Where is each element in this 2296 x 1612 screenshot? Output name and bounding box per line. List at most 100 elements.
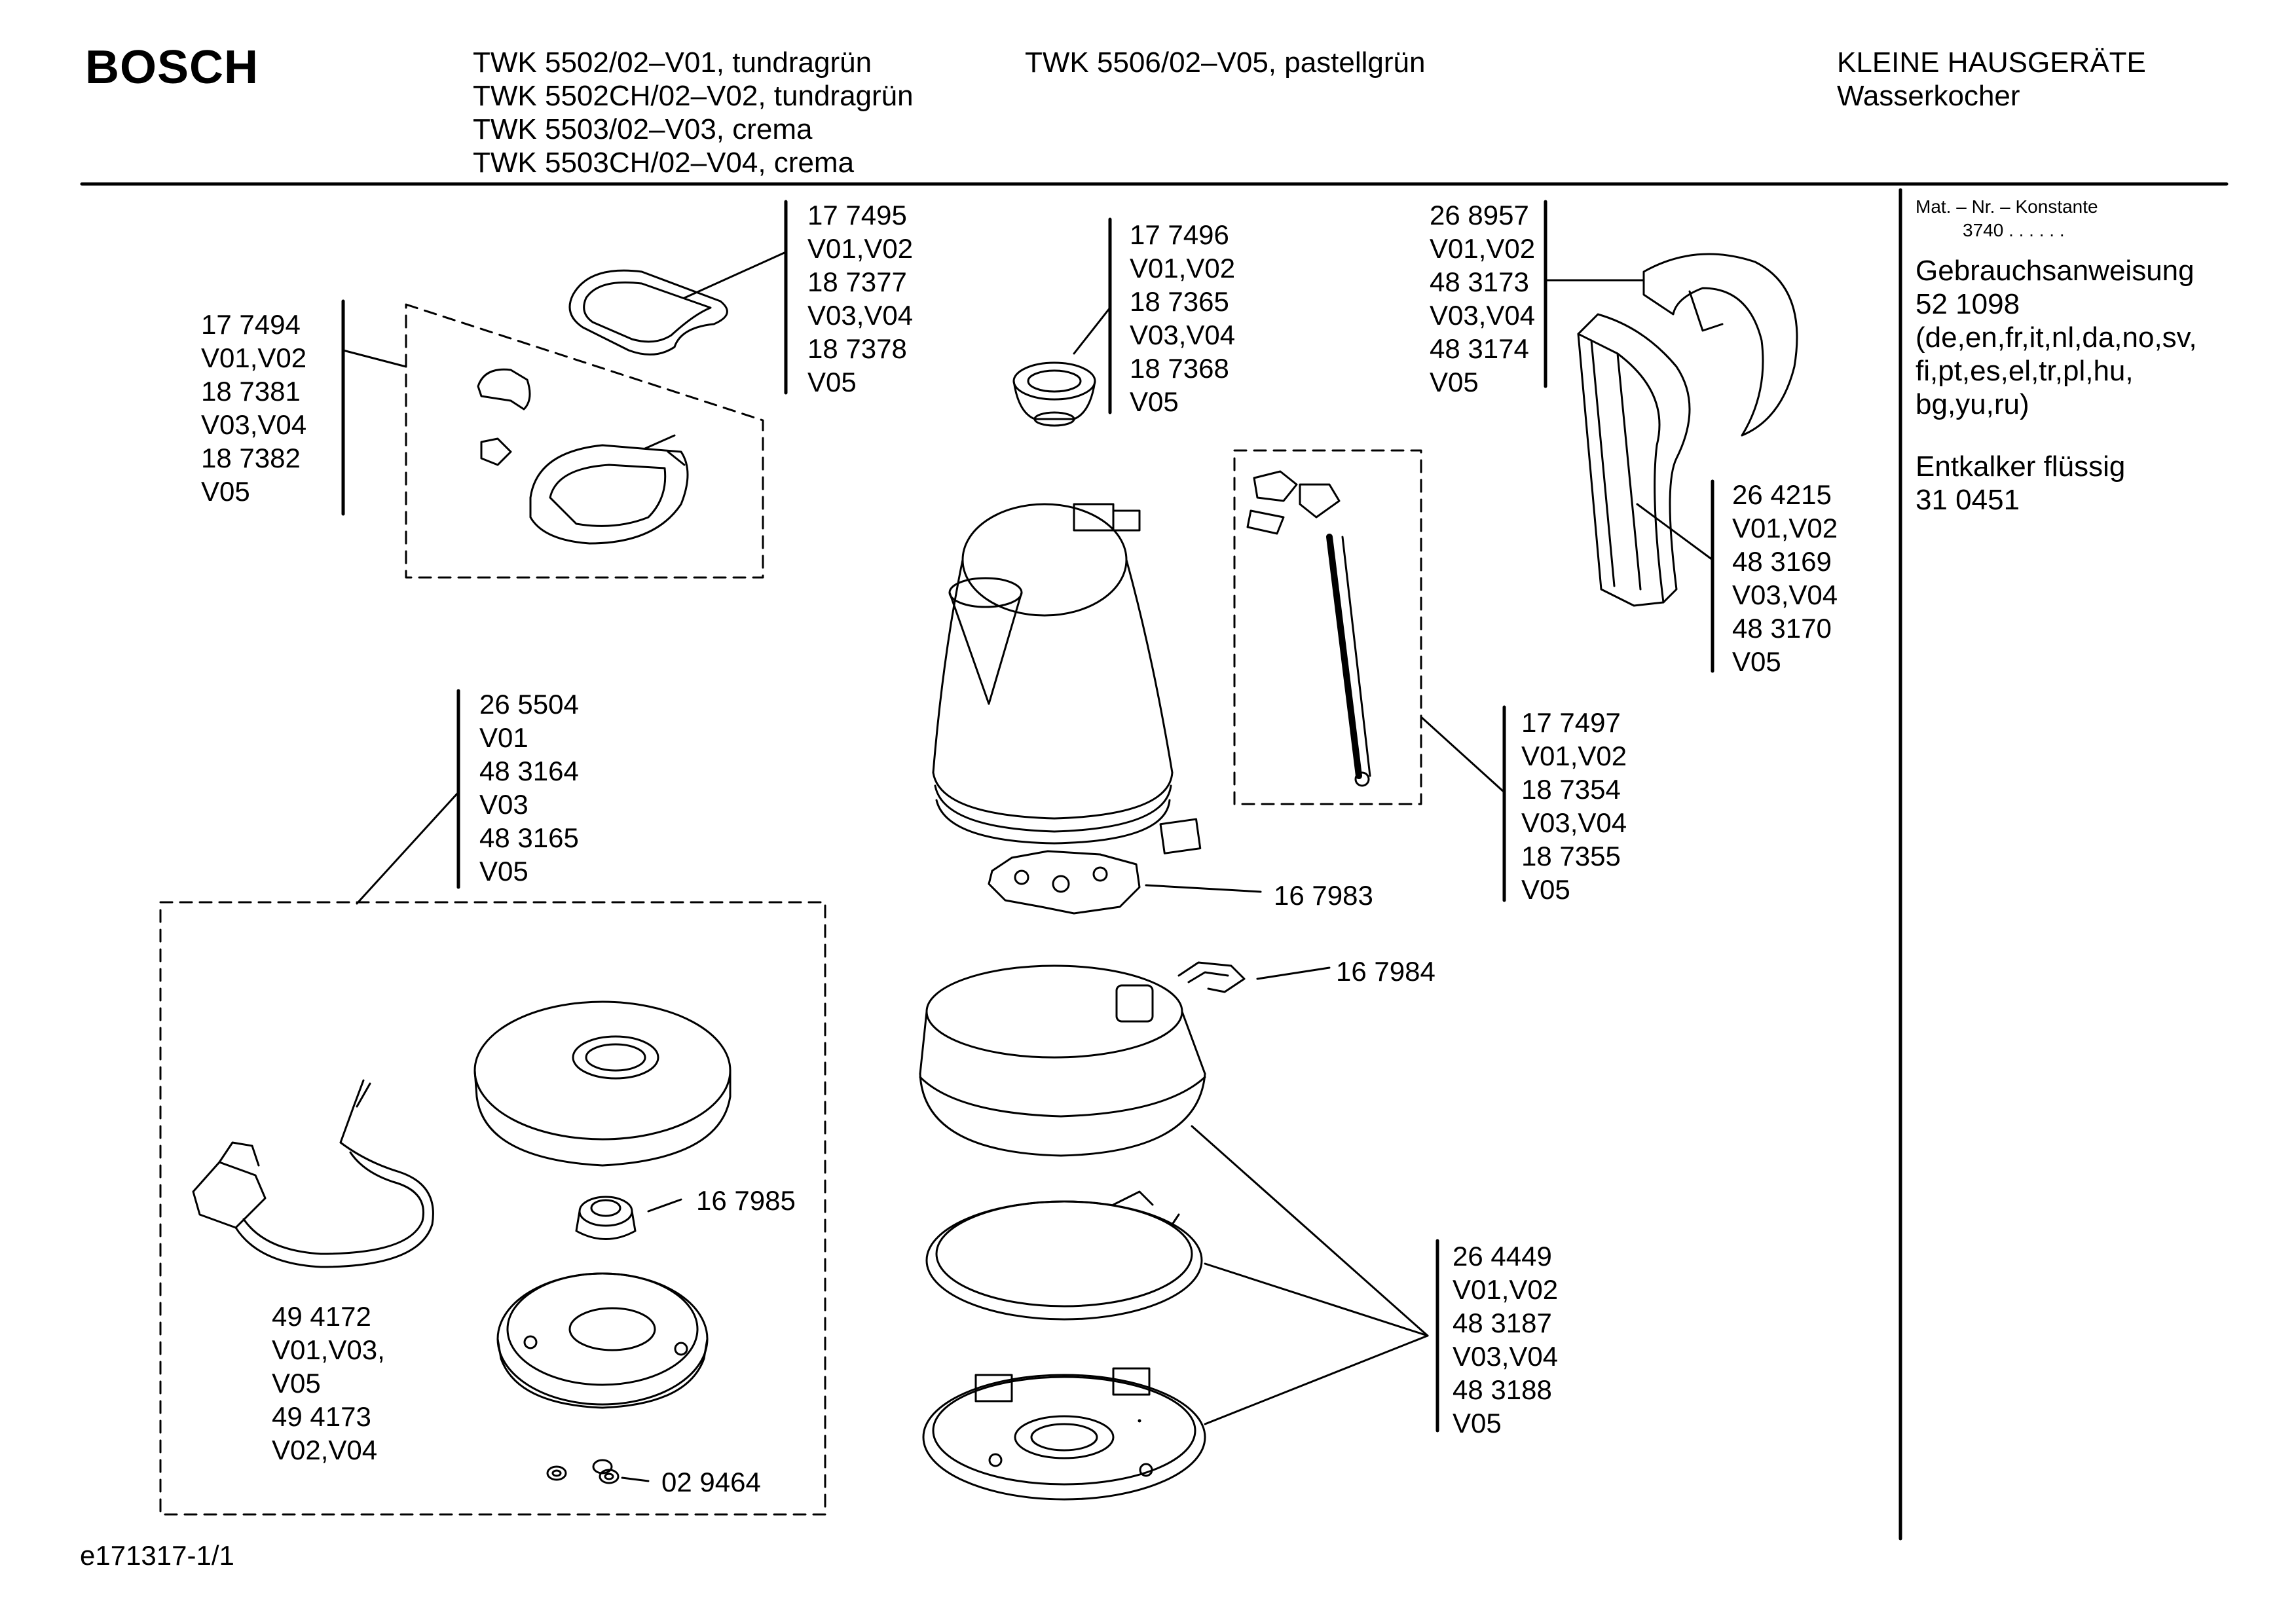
model-line: TWK 5502/02–V01, tundragrün xyxy=(473,46,872,79)
variant-code: V03,V04 xyxy=(1453,1341,1559,1372)
part-number: 18 7355 xyxy=(1521,841,1621,871)
feet-drawing xyxy=(546,1459,620,1484)
category-block: KLEINE HAUSGERÄTE Wasserkocher xyxy=(1837,46,2146,113)
variant-code: V01,V02 xyxy=(1521,741,1627,771)
mat-value: 3740 . . . . . . xyxy=(1963,220,2065,240)
part-number: 17 7494 xyxy=(201,309,301,340)
variant-code: V05 xyxy=(807,367,857,397)
part-number: 26 4215 xyxy=(1732,479,1832,510)
brand-logo: BOSCH xyxy=(85,41,259,94)
manual-languages-3: bg,yu,ru) xyxy=(1916,388,2029,420)
variant-code: V03,V04 xyxy=(1430,300,1536,331)
part-label-base-station: 26 5504 V01 48 3164 V03 48 3165 V05 xyxy=(479,687,579,888)
lid-assembly-drawing xyxy=(477,368,689,545)
part-label-thermostat: 16 7983 xyxy=(1274,880,1373,911)
part-number: 26 5504 xyxy=(479,689,579,720)
variant-code: V01,V02 xyxy=(1430,233,1536,264)
variant-code: V03,V04 xyxy=(1732,579,1838,610)
variant-code: V01,V02 xyxy=(201,342,307,373)
variant-code: V05 xyxy=(1130,386,1179,417)
model-line: TWK 5503CH/02–V04, crema xyxy=(473,147,855,179)
part-number: 48 3170 xyxy=(1732,613,1832,644)
variant-code: V03,V04 xyxy=(201,409,307,440)
water-gauge-drawing xyxy=(1246,470,1371,787)
bottom-plate-drawing xyxy=(922,1367,1206,1501)
handle-top-drawing xyxy=(1642,253,1798,437)
manual-languages-2: fi,pt,es,el,tr,pl,hu, xyxy=(1916,355,2134,387)
variant-code: V01,V02 xyxy=(807,233,914,264)
part-number: 18 7381 xyxy=(201,376,301,407)
variant-code: V03 xyxy=(479,789,528,820)
variant-code: V02,V04 xyxy=(272,1435,378,1465)
part-number: 48 3169 xyxy=(1732,546,1832,577)
part-number: 48 3173 xyxy=(1430,266,1529,297)
part-label-connector: 16 7985 xyxy=(696,1185,796,1216)
part-label-lid-assembly: 17 7494 V01,V02 18 7381 V03,V04 18 7382 … xyxy=(201,308,306,508)
handle-inner-drawing xyxy=(1577,313,1691,607)
part-label-switch-bracket: 16 7984 xyxy=(1336,956,1435,987)
part-number: 17 7495 xyxy=(807,200,907,230)
part-label-water-gauge: 17 7497 V01,V02 18 7354 V03,V04 18 7355 … xyxy=(1521,706,1627,906)
part-number: 48 3188 xyxy=(1453,1374,1552,1405)
part-number: 18 7378 xyxy=(807,333,907,364)
spout-filter-drawing xyxy=(1012,361,1096,427)
category-title: KLEINE HAUSGERÄTE xyxy=(1837,46,2146,79)
variant-code: V03,V04 xyxy=(1130,320,1236,350)
variant-code: V05 xyxy=(1521,874,1570,905)
model-list-primary: TWK 5502/02–V01, tundragrün TWK 5502CH/0… xyxy=(473,46,914,179)
manual-number: 52 1098 xyxy=(1916,288,2020,320)
part-number: 48 3165 xyxy=(479,822,579,853)
connector-drawing xyxy=(575,1196,637,1240)
part-label-power-cord: 49 4172 V01,V03, V05 49 4173 V02,V04 xyxy=(272,1300,385,1467)
variant-code: V05 xyxy=(479,856,528,887)
model-list-secondary: TWK 5506/02–V05, pastellgrün xyxy=(1025,46,1426,79)
document-id: e171317-1/1 xyxy=(80,1540,234,1571)
part-number: 17 7496 xyxy=(1130,219,1229,250)
part-number: 18 7365 xyxy=(1130,286,1229,317)
variant-code: V01 xyxy=(479,722,528,753)
mat-title: Mat. – Nr. – Konstante xyxy=(1916,196,2098,217)
variant-code: V03,V04 xyxy=(1521,807,1627,838)
part-number: 18 7377 xyxy=(807,266,907,297)
part-label-feet: 02 9464 xyxy=(661,1467,761,1497)
kettle-body-drawing xyxy=(932,503,1174,845)
dashed-group-boxes xyxy=(159,303,1422,1516)
base-plate-drawing xyxy=(496,1272,709,1409)
part-number: 18 7368 xyxy=(1130,353,1229,384)
part-number: 48 3187 xyxy=(1453,1308,1552,1338)
part-label-handle-inner: 26 4215 V01,V02 48 3169 V03,V04 48 3170 … xyxy=(1732,478,1838,678)
manual-languages-1: (de,en,fr,it,nl,da,no,sv, xyxy=(1916,321,2197,354)
leader-lines xyxy=(342,251,1714,1482)
housing-ring-drawing xyxy=(919,964,1206,1157)
thermostat-drawing xyxy=(988,818,1202,915)
variant-code: V05 xyxy=(272,1368,321,1399)
variant-code: V01,V02 xyxy=(1453,1274,1559,1305)
switch-bracket-drawing xyxy=(1177,961,1246,993)
part-number: 48 3174 xyxy=(1430,333,1529,364)
part-label-handle-top: 26 8957 V01,V02 48 3173 V03,V04 48 3174 … xyxy=(1430,198,1535,399)
part-label-spout-filter: 17 7496 V01,V02 18 7365 V03,V04 18 7368 … xyxy=(1130,218,1235,418)
variant-code: V05 xyxy=(1453,1408,1502,1438)
model-line: TWK 5502CH/02–V02, tundragrün xyxy=(473,80,914,112)
manual-label: Gebrauchsanweisung xyxy=(1916,255,2194,287)
variant-code: V05 xyxy=(201,476,250,507)
part-number: 18 7382 xyxy=(201,443,301,473)
base-cover-drawing xyxy=(473,1000,731,1167)
variant-code: V01,V02 xyxy=(1732,513,1838,543)
part-label-base-parts: 26 4449 V01,V02 48 3187 V03,V04 48 3188 … xyxy=(1453,1239,1558,1440)
part-number: 26 4449 xyxy=(1453,1241,1552,1272)
part-number: 49 4172 xyxy=(272,1301,371,1332)
part-number: 49 4173 xyxy=(272,1401,371,1432)
variant-code: V01,V02 xyxy=(1130,253,1236,284)
part-number: 17 7497 xyxy=(1521,707,1621,738)
part-number: 18 7354 xyxy=(1521,774,1621,805)
category-subtitle: Wasserkocher xyxy=(1837,80,2020,112)
part-number: 48 3164 xyxy=(479,756,579,786)
sidebar-info: Mat. – Nr. – Konstante 3740 . . . . . . … xyxy=(1916,195,2197,517)
label-brackets xyxy=(341,200,1714,1433)
descaler-number: 31 0451 xyxy=(1916,484,2020,516)
variant-code: V03,V04 xyxy=(807,300,914,331)
model-line: TWK 5503/02–V03, crema xyxy=(473,113,813,145)
descaler-label: Entkalker flüssig xyxy=(1916,450,2126,483)
